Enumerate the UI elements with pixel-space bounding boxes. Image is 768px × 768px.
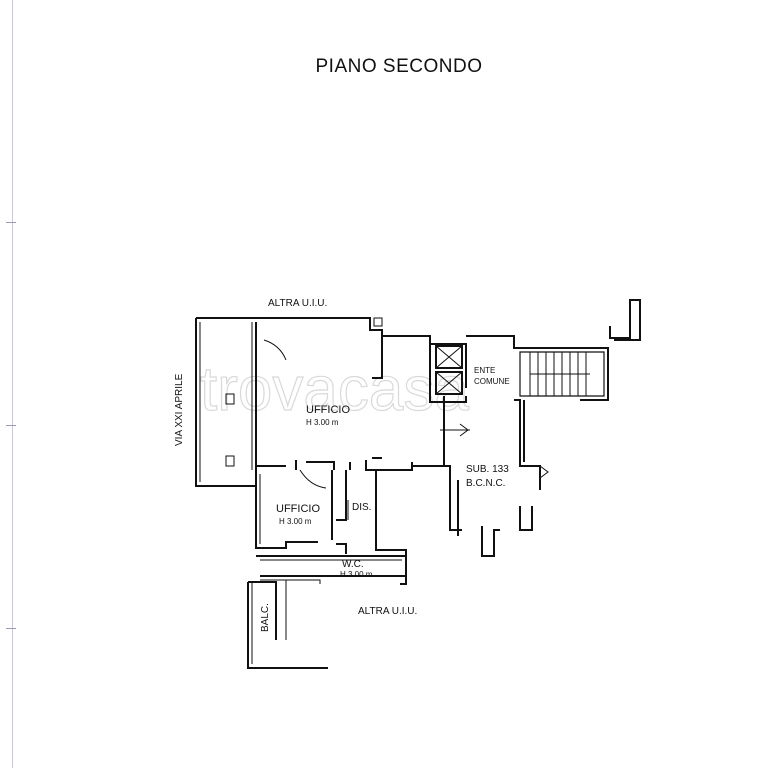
label-wc-height: H 3.00 m bbox=[340, 570, 373, 579]
label-comune: COMUNE bbox=[474, 377, 510, 386]
label-bcnc: B.C.N.C. bbox=[466, 478, 505, 489]
label-ufficio-small: UFFICIO bbox=[276, 503, 320, 515]
label-altra-uiu-bottom: ALTRA U.I.U. bbox=[358, 606, 417, 617]
watermark-text: trovacasa bbox=[200, 355, 469, 424]
margin-tick bbox=[6, 222, 16, 223]
label-ente: ENTE bbox=[474, 366, 495, 375]
page-margin-rule bbox=[12, 0, 13, 768]
label-balcone: BALC. bbox=[260, 603, 271, 632]
margin-tick bbox=[6, 628, 16, 629]
margin-tick bbox=[6, 425, 16, 426]
plan-title: PIANO SECONDO bbox=[315, 56, 483, 77]
label-street: VIA XXI APRILE bbox=[174, 373, 185, 446]
door-marks bbox=[263, 339, 549, 520]
label-wc: W.C. bbox=[342, 559, 364, 570]
columns bbox=[225, 317, 383, 467]
label-ufficio-main-height: H 3.00 m bbox=[306, 418, 339, 427]
label-ufficio-small-height: H 3.00 m bbox=[279, 517, 312, 526]
label-disimpegno: DIS. bbox=[352, 502, 371, 513]
walls bbox=[195, 299, 641, 669]
label-sub: SUB. 133 bbox=[466, 464, 509, 475]
label-ufficio-main: UFFICIO bbox=[306, 404, 350, 416]
label-altra-uiu-top: ALTRA U.I.U. bbox=[268, 298, 327, 309]
